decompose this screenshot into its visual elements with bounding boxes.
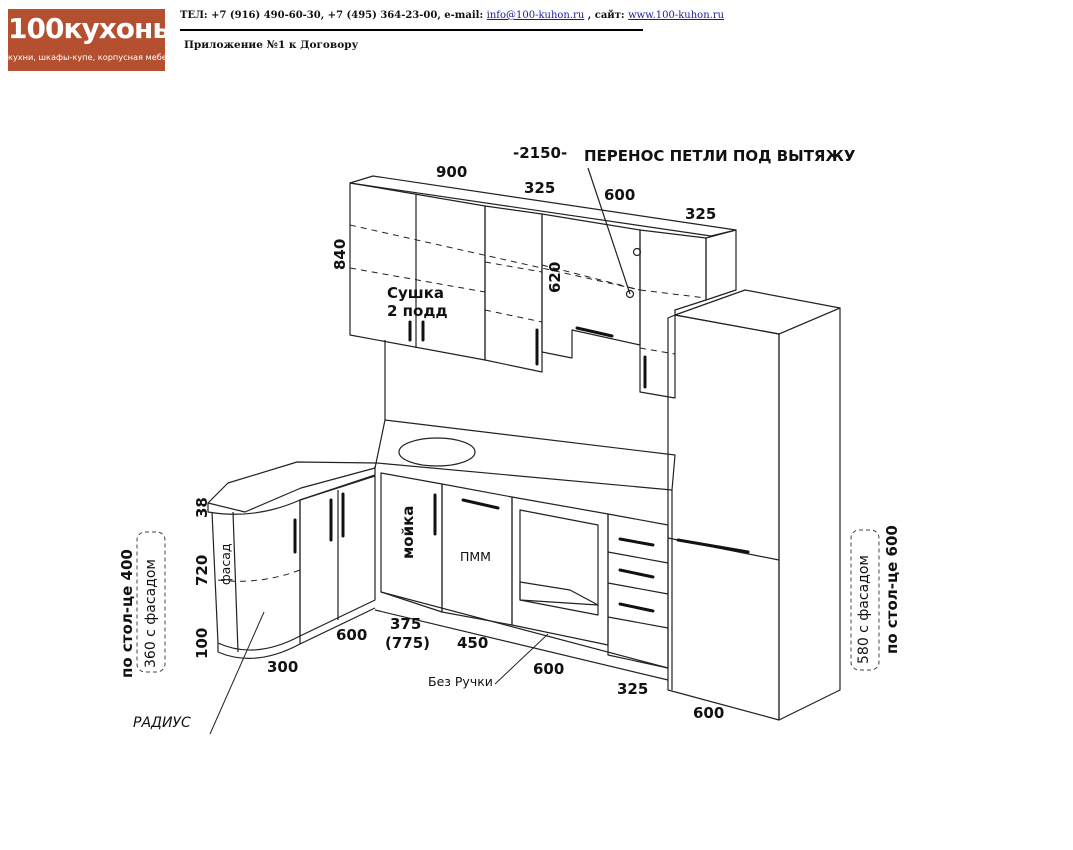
logo-brand-text: 100кухонь — [8, 12, 170, 45]
dim-dishwasher-width: 450 — [457, 634, 488, 652]
header-divider — [180, 29, 643, 31]
radius-label: РАДИУС — [133, 715, 191, 731]
upper-cabinet-900 — [349, 182, 486, 361]
dim-sink-width: 375 — [390, 615, 421, 633]
dim-counter-thickness: 38 — [193, 497, 211, 518]
no-handle-label: Без Ручки — [428, 674, 493, 689]
left-base-cabinets — [299, 475, 376, 637]
dim-sink-width-alt: (775) — [385, 634, 430, 652]
countertop — [207, 419, 676, 513]
site-prefix: , сайт: — [587, 10, 625, 21]
dim-plinth: 100 — [193, 628, 211, 659]
dim-base-height: 720 — [193, 555, 211, 586]
dim-upper-325-right: 325 — [685, 205, 716, 223]
upper-cabinet-side — [705, 229, 737, 301]
website-link[interactable]: www.100-kuhon.ru — [628, 10, 725, 21]
document-subtitle: Приложение №1 к Договору — [184, 39, 359, 51]
dim-upper-600: 600 — [604, 186, 635, 204]
fridge-column-side — [778, 307, 841, 721]
fridge-column-front — [667, 314, 780, 721]
contact-phones: ТЕЛ: +7 (916) 490-60-30, +7 (495) 364-23… — [180, 10, 484, 21]
dim-oven-width: 600 — [533, 660, 564, 678]
fridge-column-top — [674, 289, 841, 335]
radius-counter-edge — [207, 466, 376, 515]
right-depth-secondary: по стол-це 600 — [883, 525, 901, 654]
dim-upper-height: 840 — [331, 239, 349, 270]
oven-niche — [511, 496, 609, 646]
left-depth-primary: по стол-це 400 — [118, 549, 136, 678]
contact-line: ТЕЛ: +7 (916) 490-60-30, +7 (495) 364-23… — [180, 10, 724, 21]
hood-hinge-note: ПЕРЕНОС ПЕТЛИ ПОД ВЫТЯЖУ — [584, 147, 856, 165]
company-logo: 100кухонь кухни, шкафы-купе, корпусная м… — [8, 9, 177, 71]
dim-hood-height: 620 — [546, 262, 564, 293]
radius-base-cabinet — [211, 500, 301, 651]
dim-drawers-width: 325 — [617, 680, 648, 698]
logo-tagline: кухни, шкафы-купе, корпусная мебель — [8, 52, 177, 62]
dim-fridge-width: 600 — [693, 704, 724, 722]
handles — [293, 320, 750, 613]
left-depth-secondary: 360 с фасадом — [143, 559, 159, 668]
email-link[interactable]: info@100-kuhon.ru — [486, 10, 585, 21]
dim-corner-600: 600 — [336, 626, 367, 644]
dim-upper-325-left: 325 — [524, 179, 555, 197]
dim-radius-depth: 300 — [267, 658, 298, 676]
dishwasher-label: ПММ — [460, 549, 491, 564]
sink-label: мойка — [399, 506, 417, 559]
dim-total-width: -2150- — [513, 144, 567, 162]
sink-bowl — [398, 437, 476, 467]
dim-upper-900: 900 — [436, 163, 467, 181]
drawer-unit — [607, 513, 669, 669]
upper-cabinet-325-right — [639, 229, 707, 399]
right-depth-primary: 580 с фасадом — [856, 555, 872, 664]
upper-cabinet-325-left — [484, 205, 543, 373]
dryer-label-line2: 2 подд — [387, 302, 448, 320]
facade-label: фасад — [218, 543, 233, 585]
dryer-label-line1: Сушка — [387, 284, 444, 302]
